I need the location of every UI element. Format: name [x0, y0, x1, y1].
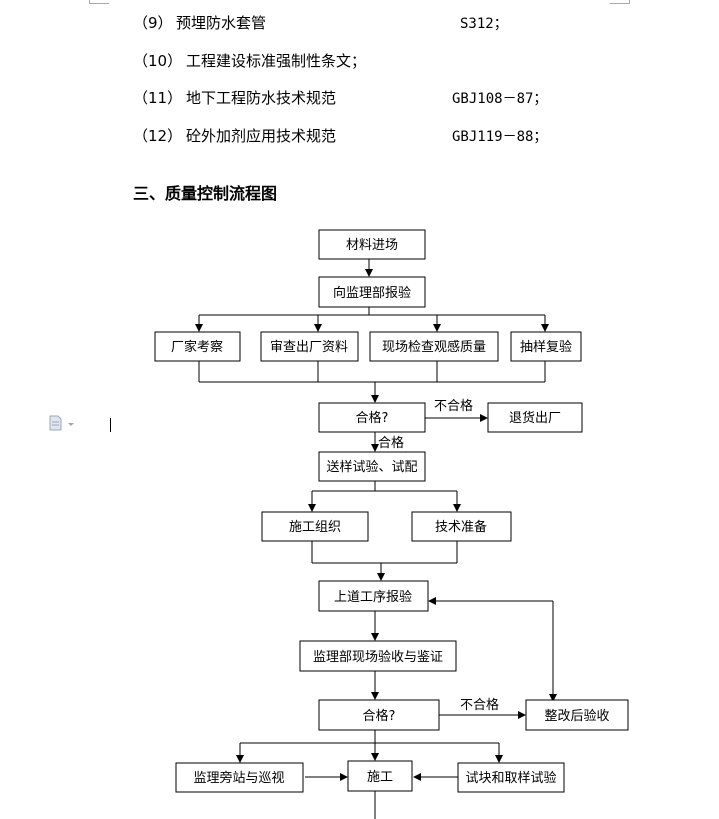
- node-test-block-sampling: 试块和取样试验: [457, 762, 565, 793]
- node-onsite-visual-check: 现场检查观感质量: [369, 331, 499, 362]
- node-factory-inspection: 厂家考察: [154, 331, 241, 362]
- node-label: 施工组织: [289, 520, 341, 535]
- node-report-supervision: 向监理部报验: [318, 276, 426, 308]
- reference-title: 地下工程防水技术规范: [186, 89, 337, 107]
- page-corner-mark-right: [629, 0, 630, 4]
- node-check-certificates: 审查出厂资料: [260, 331, 359, 362]
- edge-label-not-qualified: 不合格: [460, 697, 499, 713]
- reference-title: 砼外加剂应用技术规范: [186, 127, 337, 145]
- reference-code: S312；: [460, 16, 508, 32]
- node-label: 厂家考察: [171, 339, 223, 355]
- node-construction: 施工: [347, 760, 413, 792]
- node-previous-process-report: 上道工序报验: [318, 580, 429, 612]
- node-return-goods: 退货出厂: [487, 402, 583, 433]
- reference-title: 预埋防水套管: [176, 14, 267, 32]
- node-label: 上道工序报验: [334, 589, 412, 605]
- node-label: 监理部现场验收与鉴证: [313, 649, 443, 665]
- reference-number: （10）: [133, 52, 183, 70]
- flowchart-connectors: [195, 259, 557, 819]
- node-construction-organization: 施工组织: [261, 511, 369, 542]
- reference-number: （9）: [133, 14, 173, 32]
- node-label: 试块和取样试验: [465, 770, 556, 786]
- edge-label-not-qualified: 不合格: [434, 398, 473, 414]
- reference-code: GBJ108－87；: [452, 91, 548, 107]
- edge-label-qualified: 合格: [378, 435, 404, 451]
- page-corner-mark-left-h: [90, 3, 109, 4]
- page-corner-mark-right-h: [610, 3, 629, 4]
- node-label: 合格?: [363, 708, 396, 724]
- reference-number: （11）: [133, 89, 183, 107]
- node-label: 技术准备: [435, 519, 487, 535]
- node-supervision-acceptance: 监理部现场验收与鉴证: [299, 640, 457, 672]
- node-technical-preparation: 技术准备: [411, 511, 512, 542]
- section-heading: 三、质量控制流程图: [133, 184, 278, 203]
- node-label: 整改后验收: [544, 708, 609, 724]
- paste-options-icon[interactable]: [48, 415, 76, 435]
- node-label: 监理旁站与巡视: [193, 770, 284, 786]
- node-send-sample-test: 送样试验、试配: [318, 451, 426, 482]
- node-sampling-recheck: 抽样复验: [510, 331, 582, 362]
- node-qualified-decision-2: 合格?: [318, 699, 440, 731]
- node-supervision-patrol: 监理旁站与巡视: [175, 762, 304, 793]
- page-corner-mark-left: [89, 0, 90, 4]
- node-label: 审查出厂资料: [270, 340, 348, 355]
- reference-title: 工程建设标准强制性条文；: [186, 52, 367, 70]
- node-label: 合格?: [356, 410, 389, 426]
- node-label: 向监理部报验: [333, 285, 411, 301]
- node-material-entry: 材料进场: [318, 229, 426, 260]
- node-rectify-recheck: 整改后验收: [525, 699, 629, 731]
- node-label: 施工: [367, 770, 393, 785]
- node-label: 材料进场: [346, 238, 398, 253]
- text-cursor: [110, 418, 111, 432]
- node-label: 现场检查观感质量: [382, 339, 486, 355]
- node-label: 抽样复验: [520, 339, 572, 355]
- reference-code: GBJ119－88；: [452, 129, 548, 145]
- node-label: 送样试验、试配: [326, 459, 417, 475]
- node-qualified-decision-1: 合格?: [318, 402, 426, 433]
- reference-number: （12）: [133, 127, 183, 145]
- node-label: 退货出厂: [509, 410, 561, 426]
